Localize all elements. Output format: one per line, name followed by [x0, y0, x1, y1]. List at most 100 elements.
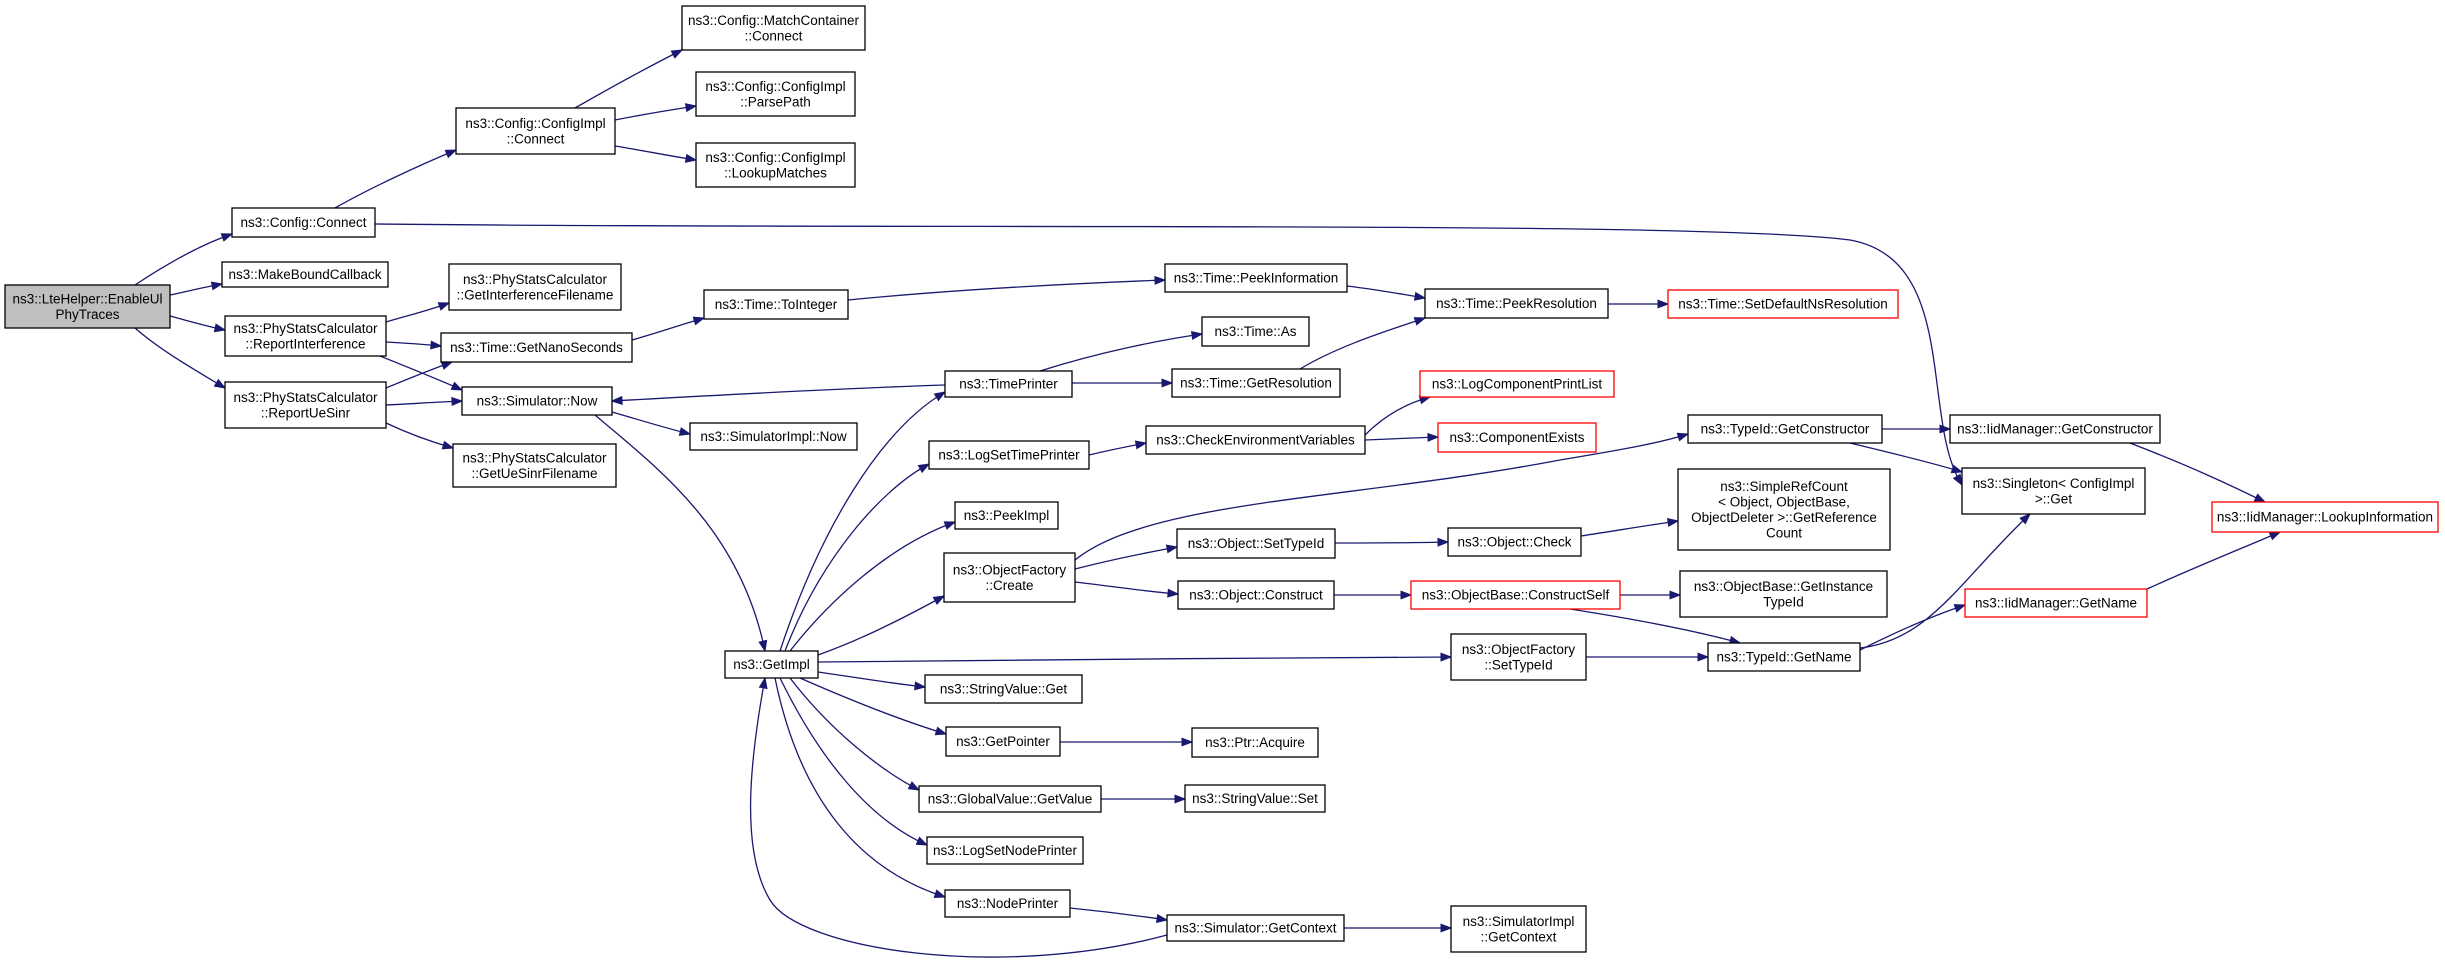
node-label-line: ::LookupMatches [724, 165, 827, 180]
node-box [221, 261, 389, 288]
node-makebound[interactable]: ns3::MakeBoundCallback [221, 261, 389, 288]
edge-cimpl_connect-to-cimpl_parse [614, 103, 698, 121]
arrowhead [692, 316, 706, 326]
node-sim-getctx[interactable]: ns3::Simulator::GetContext [1166, 914, 1345, 942]
node-typeid-getctor[interactable]: ns3::TypeId::GetConstructor [1687, 414, 1883, 444]
node-objfac-settid[interactable]: ns3::ObjectFactory::SetTypeId [1450, 633, 1587, 681]
edge-getimpl-to-sv_get [817, 671, 927, 691]
node-box [452, 443, 617, 488]
node-box [944, 370, 1073, 398]
node-time-as[interactable]: ns3::Time::As [1201, 316, 1310, 347]
node-label-line: TypeId [1763, 594, 1804, 609]
node-psc-ri[interactable]: ns3::PhyStatsCalculator::ReportInterfere… [224, 315, 387, 357]
node-label-line: ns3::Time::ToInteger [715, 297, 838, 312]
node-label-line: ns3::TypeId::GetName [1716, 650, 1851, 665]
edge-ob_cs-to-ob_getinst [1620, 590, 1682, 600]
edge-getimpl-to-getpointer [799, 677, 948, 736]
node-simimpl-now[interactable]: ns3::SimulatorImpl::Now [689, 422, 858, 451]
arrowhead [2019, 513, 2032, 525]
edge-psc_ri-to-psc_gif [385, 302, 451, 323]
node-label-line: ns3::ComponentExists [1449, 430, 1584, 445]
node-time-peekinfo[interactable]: ns3::Time::PeekInformation [1164, 263, 1348, 293]
node-cimpl-parse[interactable]: ns3::Config::ConfigImpl::ParsePath [695, 71, 856, 117]
node-simimpl-getctx[interactable]: ns3::SimulatorImpl::GetContext [1450, 905, 1587, 953]
call-edge [749, 677, 1168, 958]
node-box [954, 501, 1059, 530]
node-label-line: ::ReportUeSinr [261, 405, 351, 420]
node-box [1707, 642, 1861, 672]
node-getpointer[interactable]: ns3::GetPointer [945, 726, 1061, 757]
node-time-getres[interactable]: ns3::Time::GetResolution [1171, 368, 1341, 398]
edge-getnano-to-time_toint [631, 316, 706, 341]
node-label-line: ns3::Time::PeekInformation [1174, 271, 1339, 286]
node-getimpl[interactable]: ns3::GetImpl [724, 650, 819, 679]
node-checkenv[interactable]: ns3::CheckEnvironmentVariables [1145, 425, 1366, 455]
node-time-setdef[interactable]: ns3::Time::SetDefaultNsResolution [1667, 289, 1899, 319]
edge-objfac_create-to-typeid_getctor [1074, 432, 1690, 561]
node-cimpl-connect[interactable]: ns3::Config::ConfigImpl::Connect [455, 107, 616, 155]
node-psc-gif[interactable]: ns3::PhyStatsCalculator::GetInterference… [448, 263, 622, 311]
edge-root-to-psc_ri [169, 315, 227, 333]
node-sv-get[interactable]: ns3::StringValue::Get [924, 674, 1083, 704]
arrowhead [943, 521, 957, 530]
arrowhead [1440, 923, 1453, 933]
node-logsettp[interactable]: ns3::LogSetTimePrinter [928, 440, 1090, 470]
arrowhead [678, 427, 692, 436]
node-label-line: ns3::Config::Connect [240, 215, 366, 230]
node-objfac-create[interactable]: ns3::ObjectFactory::Create [943, 552, 1076, 603]
edge-getimpl-to-nodeprinter [774, 677, 947, 898]
node-label-line: ns3::PhyStatsCalculator [233, 321, 378, 336]
node-compexists[interactable]: ns3::ComponentExists [1437, 422, 1597, 453]
node-peekimpl[interactable]: ns3::PeekImpl [954, 501, 1059, 530]
node-config-connect[interactable]: ns3::Config::Connect [231, 207, 376, 238]
node-iid-getctor[interactable]: ns3::IidManager::GetConstructor [1949, 414, 2161, 444]
node-obj-settid[interactable]: ns3::Object::SetTypeId [1176, 528, 1336, 559]
arrowhead [1437, 537, 1450, 547]
node-label-line: ns3::Simulator::GetContext [1174, 921, 1336, 936]
call-edge [611, 411, 691, 435]
node-label-line: ns3::ObjectFactory [953, 562, 1067, 577]
node-box [1964, 588, 2148, 618]
edge-cimpl_connect-to-mc_connect [574, 49, 684, 109]
node-time-toint[interactable]: ns3::Time::ToInteger [703, 289, 849, 320]
arrowhead [440, 361, 454, 370]
node-logcpl[interactable]: ns3::LogComponentPrintList [1419, 370, 1615, 398]
node-box [1687, 414, 1883, 444]
node-box [1171, 368, 1341, 398]
node-label-line: ns3::Object::SetTypeId [1188, 536, 1325, 551]
node-srcount[interactable]: ns3::SimpleRefCount< Object, ObjectBase,… [1677, 468, 1891, 551]
edge-nodeprinter-to-sim_getctx [1069, 907, 1169, 923]
node-obj-check[interactable]: ns3::Object::Check [1447, 527, 1582, 557]
arrowhead [1952, 473, 1963, 487]
call-edge [614, 145, 697, 161]
node-box [1176, 528, 1336, 559]
node-gv-getvalue[interactable]: ns3::GlobalValue::GetValue [918, 785, 1102, 813]
node-psc-rus[interactable]: ns3::PhyStatsCalculator::ReportUeSinr [224, 381, 387, 429]
node-typeid-getname[interactable]: ns3::TypeId::GetName [1707, 642, 1861, 672]
node-ob-cs[interactable]: ns3::ObjectBase::ConstructSelf [1410, 580, 1621, 610]
node-ptr-acquire[interactable]: ns3::Ptr::Acquire [1191, 727, 1319, 758]
node-label-line: ns3::TypeId::GetConstructor [1701, 422, 1870, 437]
node-obj-construct[interactable]: ns3::Object::Construct [1177, 580, 1335, 610]
arrowhead [441, 440, 455, 450]
node-iid-getname[interactable]: ns3::IidManager::GetName [1964, 588, 2148, 618]
call-edge [2129, 442, 2266, 503]
node-singleton-get[interactable]: ns3::Singleton< ConfigImpl>::Get [1961, 467, 2146, 515]
edge-psc_rus-to-sim_now [385, 396, 464, 406]
node-nodeprinter[interactable]: ns3::NodePrinter [944, 889, 1071, 918]
node-label-line: ns3::Time::SetDefaultNsResolution [1678, 297, 1888, 312]
node-cimpl-lookup[interactable]: ns3::Config::ConfigImpl::LookupMatches [695, 142, 856, 188]
node-psc-gusf[interactable]: ns3::PhyStatsCalculator::GetUeSinrFilena… [452, 443, 617, 488]
node-sv-set[interactable]: ns3::StringValue::Set [1184, 784, 1326, 813]
node-getnano[interactable]: ns3::Time::GetNanoSeconds [440, 332, 633, 363]
node-label-line: ns3::StringValue::Get [940, 682, 1068, 697]
node-time-peekres[interactable]: ns3::Time::PeekResolution [1424, 288, 1609, 319]
node-timeprinter[interactable]: ns3::TimePrinter [944, 370, 1073, 398]
edge-obj_settid-to-obj_check [1334, 537, 1450, 547]
node-mc-connect[interactable]: ns3::Config::MatchContainer::Connect [681, 5, 866, 51]
node-sim-now[interactable]: ns3::Simulator::Now [461, 386, 613, 416]
node-box [1450, 905, 1587, 953]
node-iid-lookup[interactable]: ns3::IidManager::LookupInformation [2211, 501, 2439, 533]
node-logsetnp[interactable]: ns3::LogSetNodePrinter [926, 836, 1084, 865]
